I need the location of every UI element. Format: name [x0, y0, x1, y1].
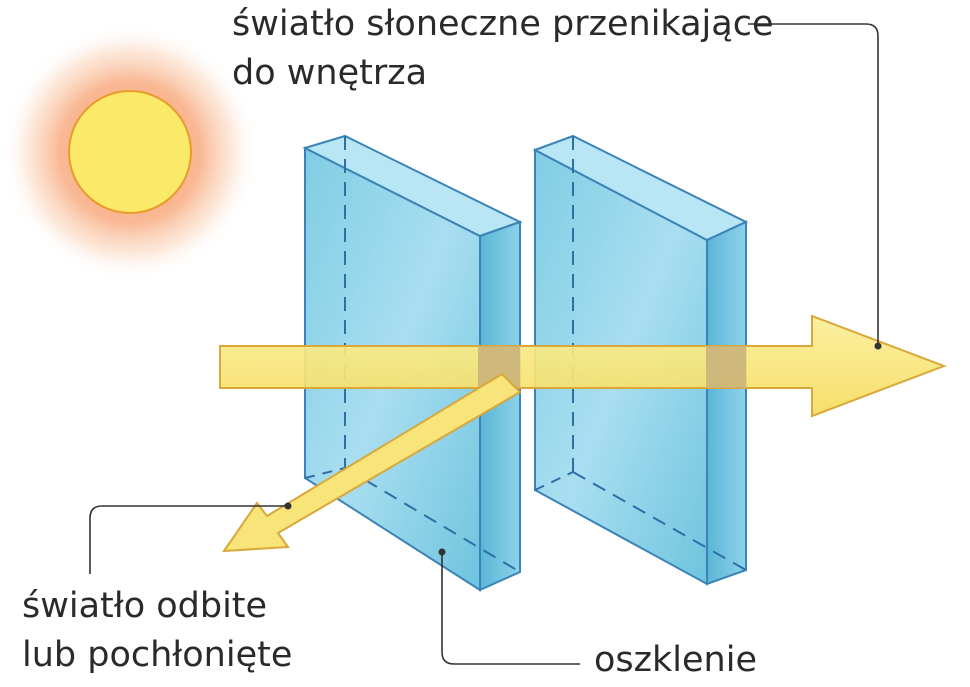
sun — [2, 24, 258, 280]
label-reflected-light: światło odbite lub pochłonięte — [22, 582, 292, 680]
leader-glazing — [441, 552, 580, 665]
pane-1-hidden-edge-h — [344, 467, 521, 573]
label-reflected-line-2: lub pochłonięte — [22, 635, 293, 675]
leader-reflected-dot — [284, 502, 292, 510]
transmitted-beam-arrow — [219, 314, 947, 418]
reflected-beam — [222, 372, 522, 553]
pane-1-side-edge — [479, 220, 521, 592]
leader-glazing-dot — [438, 548, 446, 556]
sun-disc — [68, 90, 192, 214]
leader-reflected — [89, 505, 288, 574]
label-transmitted-line-2: do wnętrza — [232, 53, 428, 93]
pane-2-hidden-edge-d — [534, 471, 574, 491]
leader-transmitted-dot — [874, 342, 882, 350]
pane-2-side-edge — [706, 220, 747, 586]
label-glazing: oszklenie — [594, 640, 757, 680]
pane-2-hidden-edge-h — [572, 471, 747, 571]
light-beam — [219, 314, 947, 418]
leader-lines — [89, 23, 882, 665]
pane-1-hidden-edge-d — [304, 467, 346, 479]
leader-transmitted — [748, 23, 879, 344]
beam-absorption-pane-2 — [706, 346, 746, 388]
label-transmitted-light: światło słoneczne przenikające do wnętrz… — [232, 0, 773, 98]
label-transmitted-line-1: światło słoneczne przenikające — [232, 4, 774, 44]
label-reflected-line-1: światło odbite — [22, 586, 268, 626]
reflected-beam-arrow — [222, 372, 522, 553]
